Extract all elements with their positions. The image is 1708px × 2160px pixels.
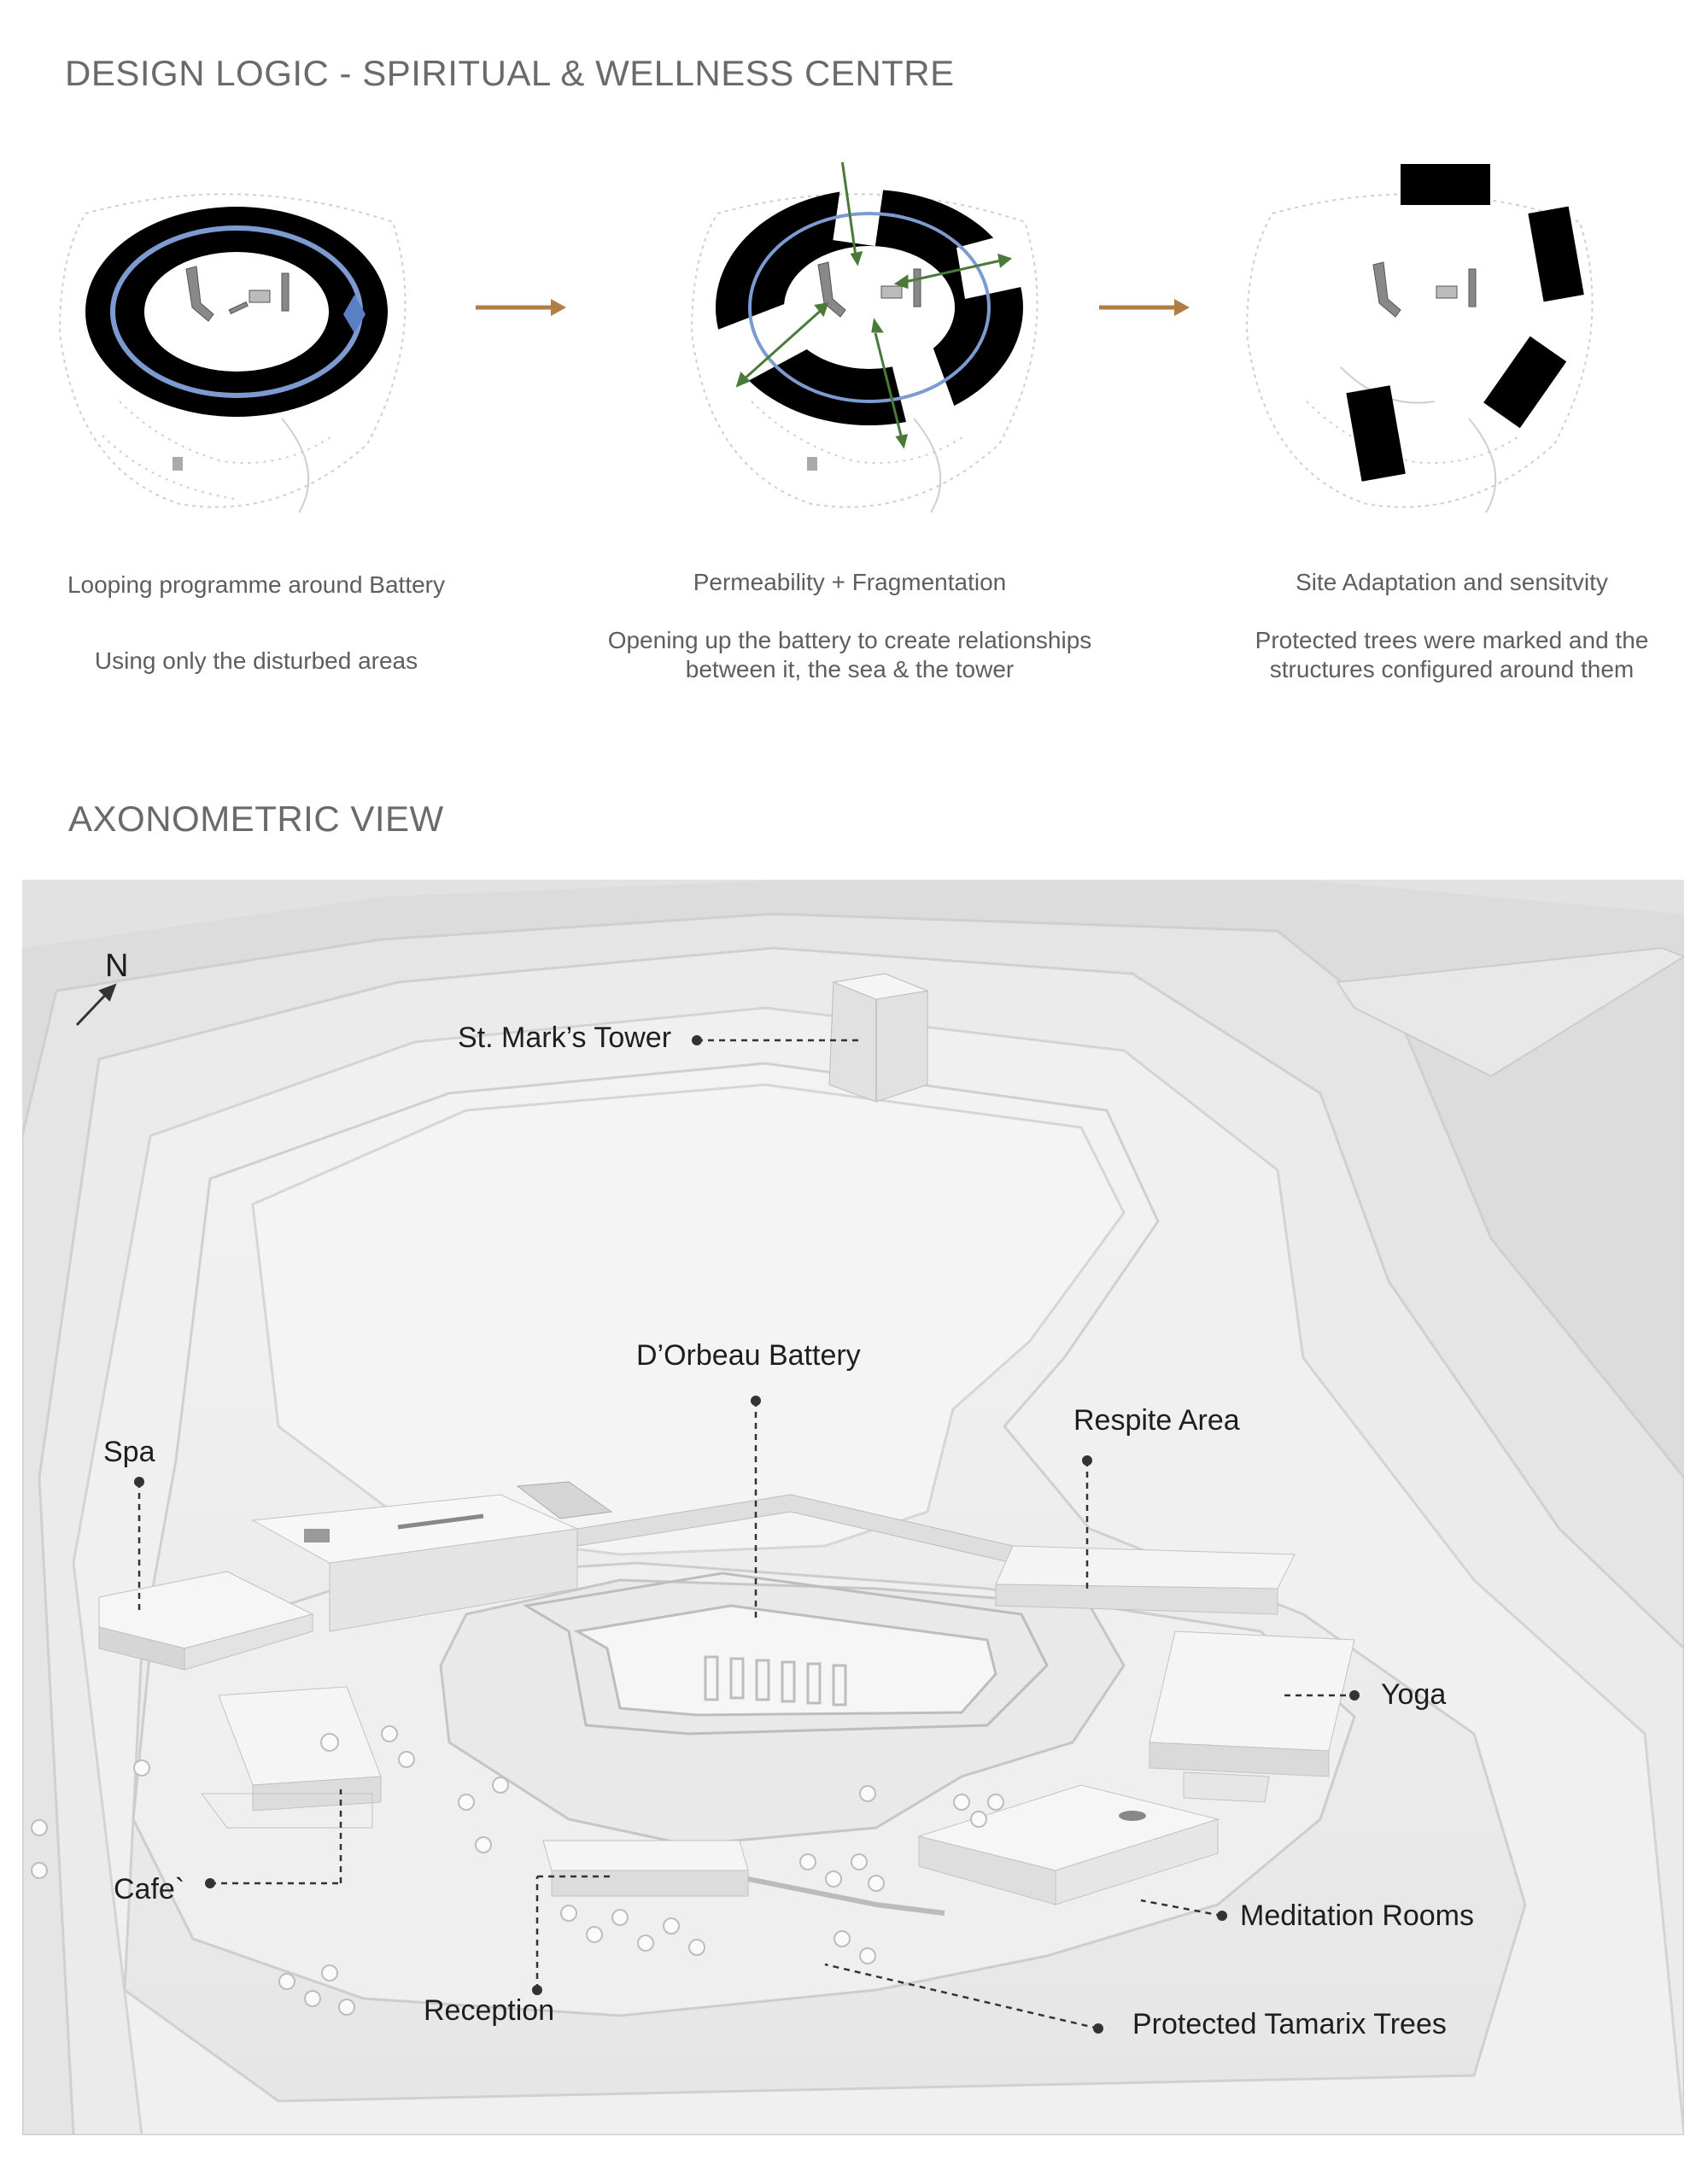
design-logic-title: DESIGN LOGIC - SPIRITUAL & WELLNESS CENT… — [65, 53, 955, 93]
label-cafe: Cafe` — [114, 1873, 185, 1905]
label-respite-area: Respite Area — [1073, 1404, 1240, 1437]
loop-arrow — [748, 212, 991, 403]
respite-building — [995, 1545, 1296, 1615]
diagram-looping-programme — [26, 162, 453, 538]
reception-building — [542, 1840, 945, 1916]
step-3-subtext: Protected trees were marked and the stru… — [1255, 627, 1649, 682]
protected-tamarix-trees — [31, 1725, 1004, 2016]
yoga-building — [1149, 1630, 1355, 1803]
diagram-site-adaptation — [1213, 162, 1640, 538]
axonometric-title: AXONOMETRIC VIEW — [68, 799, 444, 839]
label-st-marks-tower: St. Mark’s Tower — [458, 1021, 672, 1054]
structure-blocks — [1346, 164, 1584, 482]
step-2-subtext: Opening up the battery to create relatio… — [607, 627, 1092, 682]
label-meditation-rooms: Meditation Rooms — [1240, 1900, 1475, 1932]
label-yoga: Yoga — [1381, 1678, 1447, 1711]
label-reception: Reception — [424, 1994, 555, 2027]
label-protected-tamarix-trees: Protected Tamarix Trees — [1132, 2008, 1447, 2040]
cafe-building — [201, 1686, 382, 1829]
meditation-building — [917, 1784, 1220, 1905]
label-dorbeau-battery: D’Orbeau Battery — [636, 1339, 861, 1372]
green-arrows — [735, 162, 1013, 449]
process-arrow-1 — [474, 297, 568, 318]
label-spa: Spa — [103, 1436, 155, 1468]
step-1-subtext: Using only the disturbed areas — [94, 647, 418, 674]
process-arrow-2 — [1097, 297, 1191, 318]
step-1-heading: Looping programme around Battery — [67, 571, 446, 598]
battery-plan — [185, 266, 290, 322]
fragmented-ring — [716, 190, 1023, 425]
axonometric-drawing — [22, 880, 1684, 2135]
north-label: N — [105, 948, 129, 984]
step-2-heading: Permeability + Fragmentation — [693, 569, 1007, 595]
st-marks-tower — [828, 973, 929, 1103]
spa-building — [98, 1481, 613, 1671]
north-arrow-icon — [75, 983, 117, 1027]
diagram-permeability-fragmentation — [658, 162, 1085, 538]
step-3-heading: Site Adaptation and sensitvity — [1296, 569, 1608, 595]
dorbeau-battery — [522, 1572, 1049, 1736]
ring-block — [85, 207, 388, 417]
